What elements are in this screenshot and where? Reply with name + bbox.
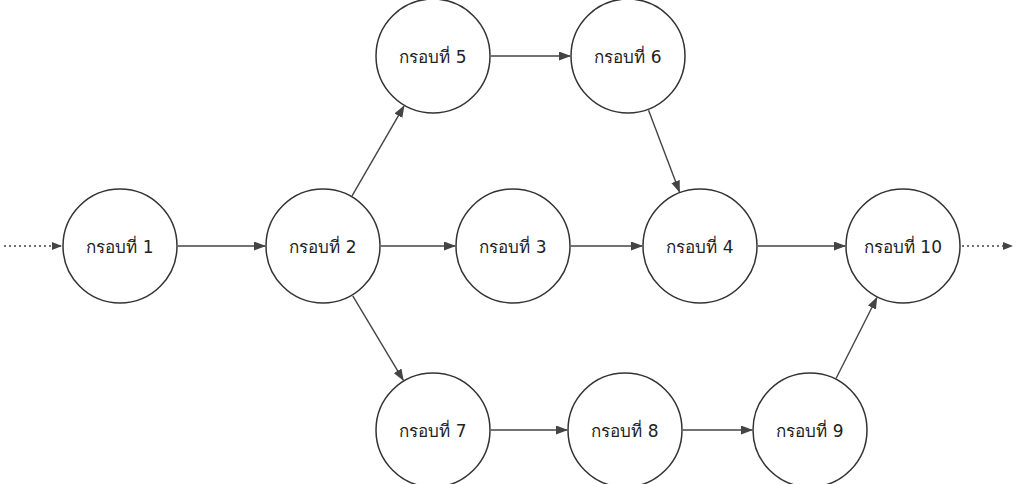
outgoing-dotted-line — [962, 245, 1012, 246]
frame-circle: กรอบที่ 7 — [375, 372, 491, 484]
frame-circle: กรอบที่ 5 — [375, 0, 491, 114]
frame-circle: กรอบที่ 2 — [265, 188, 381, 304]
frame-circle: กรอบที่ 8 — [567, 372, 683, 484]
flow-arrow — [758, 245, 845, 246]
frame-circle: กรอบที่ 9 — [752, 372, 868, 484]
frame-label: กรอบที่ 5 — [399, 43, 466, 70]
frame-label: กรอบที่ 6 — [594, 43, 661, 70]
frame-circle: กรอบที่ 1 — [62, 188, 178, 304]
frame-label: กรอบที่ 10 — [864, 233, 942, 260]
frame-label: กรอบที่ 3 — [479, 233, 546, 260]
flow-arrow — [649, 110, 680, 192]
flow-arrow — [683, 429, 752, 430]
frame-label: กรอบที่ 9 — [776, 417, 843, 444]
frame-label: กรอบที่ 8 — [591, 417, 658, 444]
frame-label: กรอบที่ 2 — [289, 233, 356, 260]
frame-label: กรอบที่ 4 — [666, 233, 733, 260]
flow-arrow — [353, 296, 403, 380]
flow-arrow — [491, 429, 567, 430]
flow-arrow — [836, 298, 877, 378]
flow-arrow — [381, 245, 455, 246]
frame-circle: กรอบที่ 6 — [570, 0, 686, 114]
flow-arrow — [178, 245, 265, 246]
incoming-dotted-line — [4, 245, 61, 246]
flow-arrow — [491, 55, 570, 56]
flow-arrow — [571, 245, 642, 246]
frame-circle: กรอบที่ 3 — [455, 188, 571, 304]
frame-circle: กรอบที่ 10 — [845, 188, 961, 304]
frame-circle: กรอบที่ 4 — [642, 188, 758, 304]
frame-label: กรอบที่ 7 — [399, 417, 466, 444]
flow-arrow — [352, 106, 404, 196]
frame-label: กรอบที่ 1 — [86, 233, 153, 260]
